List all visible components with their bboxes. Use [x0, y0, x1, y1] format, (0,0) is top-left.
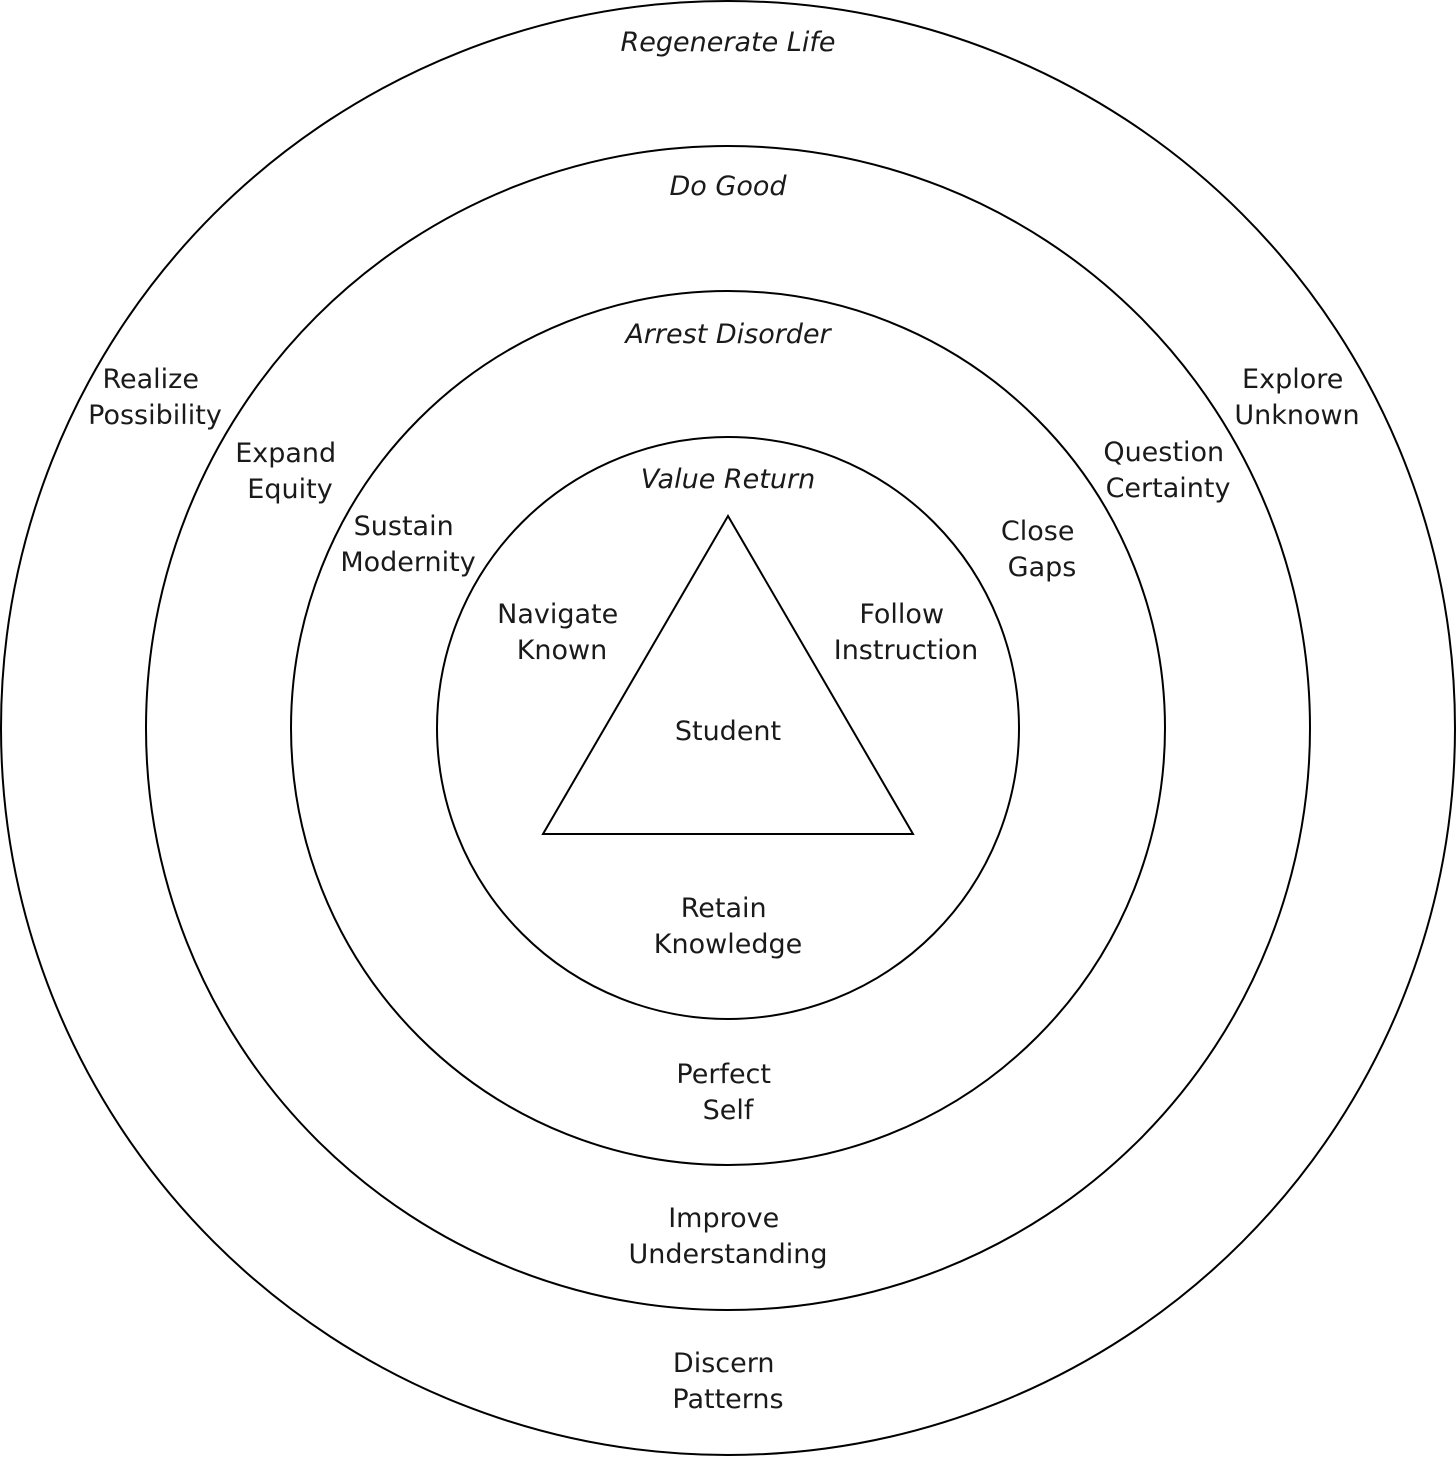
ring-outer-bottom-label: Discern Patterns [672, 1348, 783, 1415]
ring-outer-right-label: Explore Unknown [1234, 364, 1359, 431]
center-label: Student [675, 716, 781, 747]
ring-inner-bottom-label: Retain Knowledge [654, 893, 802, 960]
ring-third-right-label: Close Gaps [1001, 516, 1083, 583]
ring-inner-title: Value Return [641, 464, 815, 495]
ring-second [145, 145, 1311, 1311]
ring-third-left-label: Sustain Modernity [340, 511, 475, 578]
ring-third [290, 290, 1166, 1166]
ring-second-right-label: Question Certainty [1103, 437, 1232, 504]
ring-second-title: Do Good [670, 171, 788, 202]
ring-second-bottom-label: Improve Understanding [629, 1203, 828, 1270]
ring-third-title: Arrest Disorder [623, 319, 832, 350]
ring-inner-right-label: Follow Instruction [834, 599, 979, 666]
ring-outer-left-label: Realize Possibility [88, 364, 222, 431]
ring-inner [436, 436, 1020, 1020]
center-triangle [541, 514, 915, 835]
ring-outer-title: Regenerate Life [621, 27, 836, 58]
ring-second-left-label: Expand Equity [235, 438, 345, 505]
ring-inner-left-label: Navigate Known [497, 599, 627, 666]
ring-third-bottom-label: Perfect Self [676, 1059, 779, 1126]
